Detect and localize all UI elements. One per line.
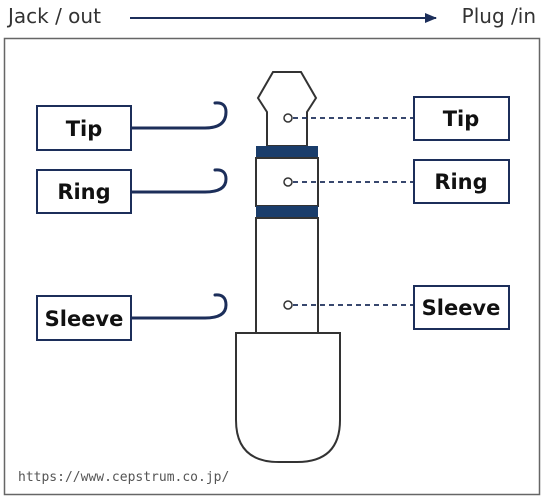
plug-insulator-band-lower xyxy=(256,206,318,218)
plug-sleeve-text: Sleeve xyxy=(422,296,501,320)
diagram-frame xyxy=(3,37,541,496)
plug-ring-label: Ring xyxy=(413,159,510,204)
plug-sleeve-box xyxy=(413,285,510,330)
source-url: https://www.cepstrum.co.jp/ xyxy=(18,470,230,485)
jack-tip-text: Tip xyxy=(66,117,103,141)
jack-ring-text: Ring xyxy=(57,180,110,204)
plug-ring-text: Ring xyxy=(434,170,487,194)
plug-in-heading: Plug /in xyxy=(461,4,536,28)
plug-handle xyxy=(235,332,341,463)
jack-out-heading: Jack / out xyxy=(8,4,101,28)
jack-sleeve-label: Sleeve xyxy=(36,295,132,341)
sleeve-jack-spring xyxy=(129,293,228,320)
plug-sleeve xyxy=(255,217,319,334)
jack-tip-box xyxy=(36,105,132,151)
ring-jack-spring xyxy=(129,168,228,194)
jack-ring-label: Ring xyxy=(36,169,132,214)
tip-contact-point xyxy=(283,113,293,123)
plug-tip-text: Tip xyxy=(443,107,480,131)
sleeve-contact-point xyxy=(283,300,293,310)
jack-tip-label: Tip xyxy=(36,105,132,151)
plug-insulator-band-upper xyxy=(256,146,318,158)
plug-tip xyxy=(256,71,318,147)
plug-tip-box xyxy=(413,96,510,141)
plug-ring-box xyxy=(413,159,510,204)
plug-tip-label: Tip xyxy=(413,96,510,141)
jack-sleeve-box xyxy=(36,295,132,341)
tip-jack-spring xyxy=(129,101,228,130)
jack-ring-box xyxy=(36,169,132,214)
jack-sleeve-text: Sleeve xyxy=(45,307,124,331)
ring-contact-point xyxy=(283,177,293,187)
plug-sleeve-label: Sleeve xyxy=(413,285,510,330)
